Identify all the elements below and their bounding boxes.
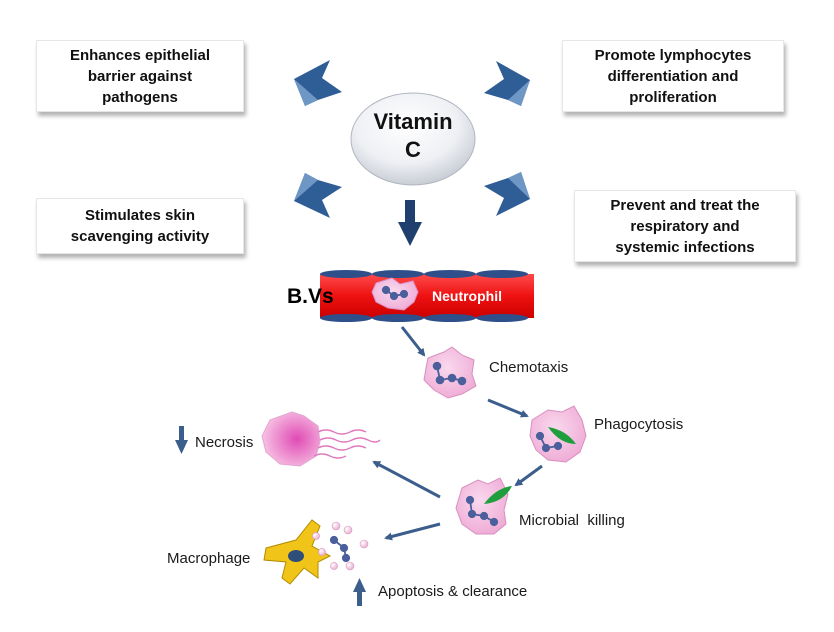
arrow-vessel-to-chemotaxis bbox=[400, 326, 426, 357]
chemotaxis-cell bbox=[423, 346, 477, 399]
star-arrow-bottom-right-icon bbox=[484, 172, 530, 216]
increase-arrow-icon bbox=[353, 578, 366, 606]
effect-box-skin-scavenging: Stimulates skin scavenging activity bbox=[36, 198, 244, 254]
decrease-arrow-icon bbox=[175, 426, 188, 454]
phagocytosis-cell bbox=[529, 405, 587, 463]
vitamin-c-label: Vitamin C bbox=[373, 109, 453, 162]
phagocytosis-label: Phagocytosis bbox=[594, 416, 684, 433]
apoptosis-clearance-label: Apoptosis & clearance bbox=[378, 583, 528, 600]
microbial-killing-label: Microbial killing bbox=[519, 512, 625, 529]
vitamin-c-node bbox=[350, 92, 476, 186]
effect-box-infections: Prevent and treat the respiratory and sy… bbox=[574, 190, 796, 262]
down-arrow-icon bbox=[398, 200, 422, 246]
star-arrow-top-left-icon bbox=[294, 60, 342, 106]
arrow-killing-to-macrophage bbox=[384, 522, 441, 541]
arrow-killing-to-necrosis bbox=[372, 460, 441, 499]
effect-box-lymphocytes: Promote lymphocytes differentiation and … bbox=[562, 40, 784, 112]
necrosis-label: Necrosis bbox=[195, 434, 254, 451]
apoptotic-bodies bbox=[312, 521, 369, 571]
chemotaxis-label: Chemotaxis bbox=[489, 359, 569, 376]
macrophage-cell bbox=[263, 519, 369, 585]
microbial-killing-cell bbox=[455, 477, 512, 535]
effect-box-epithelial-barrier: Enhances epithelial barrier against path… bbox=[36, 40, 244, 112]
necrosis-cell bbox=[261, 411, 381, 467]
neutrophil-cell bbox=[371, 277, 419, 311]
blood-vessel bbox=[320, 270, 534, 322]
arrow-chemotaxis-to-phagocytosis bbox=[487, 398, 529, 418]
arrow-phagocytosis-to-killing bbox=[514, 464, 543, 487]
neutrophil-label: Neutrophil bbox=[432, 288, 502, 304]
blood-vessel-label: B.Vs bbox=[287, 285, 334, 308]
star-arrow-top-right-icon bbox=[484, 61, 530, 106]
star-arrow-bottom-left-icon bbox=[294, 173, 342, 218]
macrophage-label: Macrophage bbox=[167, 550, 251, 567]
